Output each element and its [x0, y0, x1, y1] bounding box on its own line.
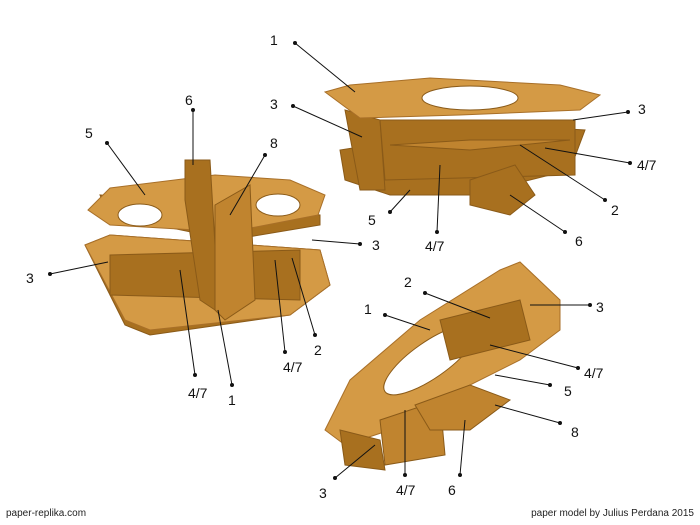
label: 2 [404, 274, 412, 290]
model-bottom-right [324, 261, 561, 471]
leaders [48, 41, 632, 480]
model-left [84, 159, 331, 336]
label: 3 [596, 299, 604, 315]
label: 8 [270, 135, 278, 151]
label: 8 [571, 424, 579, 440]
labels: 6 5 8 3 3 2 4/7 4/7 1 1 3 3 4/7 2 6 5 4/… [26, 32, 657, 501]
label: 1 [228, 392, 236, 408]
label: 4/7 [425, 238, 445, 254]
label: 6 [448, 482, 456, 498]
label: 1 [270, 32, 278, 48]
label: 5 [85, 125, 93, 141]
label: 6 [185, 92, 193, 108]
label: 3 [372, 237, 380, 253]
footer-site: paper-replika.com [6, 508, 87, 519]
label: 2 [611, 202, 619, 218]
model-top-right [323, 77, 602, 216]
label: 4/7 [584, 365, 604, 381]
label: 3 [638, 101, 646, 117]
label: 3 [270, 96, 278, 112]
label: 1 [364, 301, 372, 317]
label: 4/7 [396, 482, 416, 498]
label: 3 [319, 485, 327, 501]
label: 5 [564, 383, 572, 399]
footer-credit: paper model by Julius Perdana 2015 [531, 508, 694, 519]
label: 3 [26, 270, 34, 286]
label: 4/7 [283, 359, 303, 375]
label: 5 [368, 212, 376, 228]
label: 4/7 [188, 385, 208, 401]
label: 4/7 [637, 157, 657, 173]
label: 6 [575, 233, 583, 249]
label: 2 [314, 342, 322, 358]
